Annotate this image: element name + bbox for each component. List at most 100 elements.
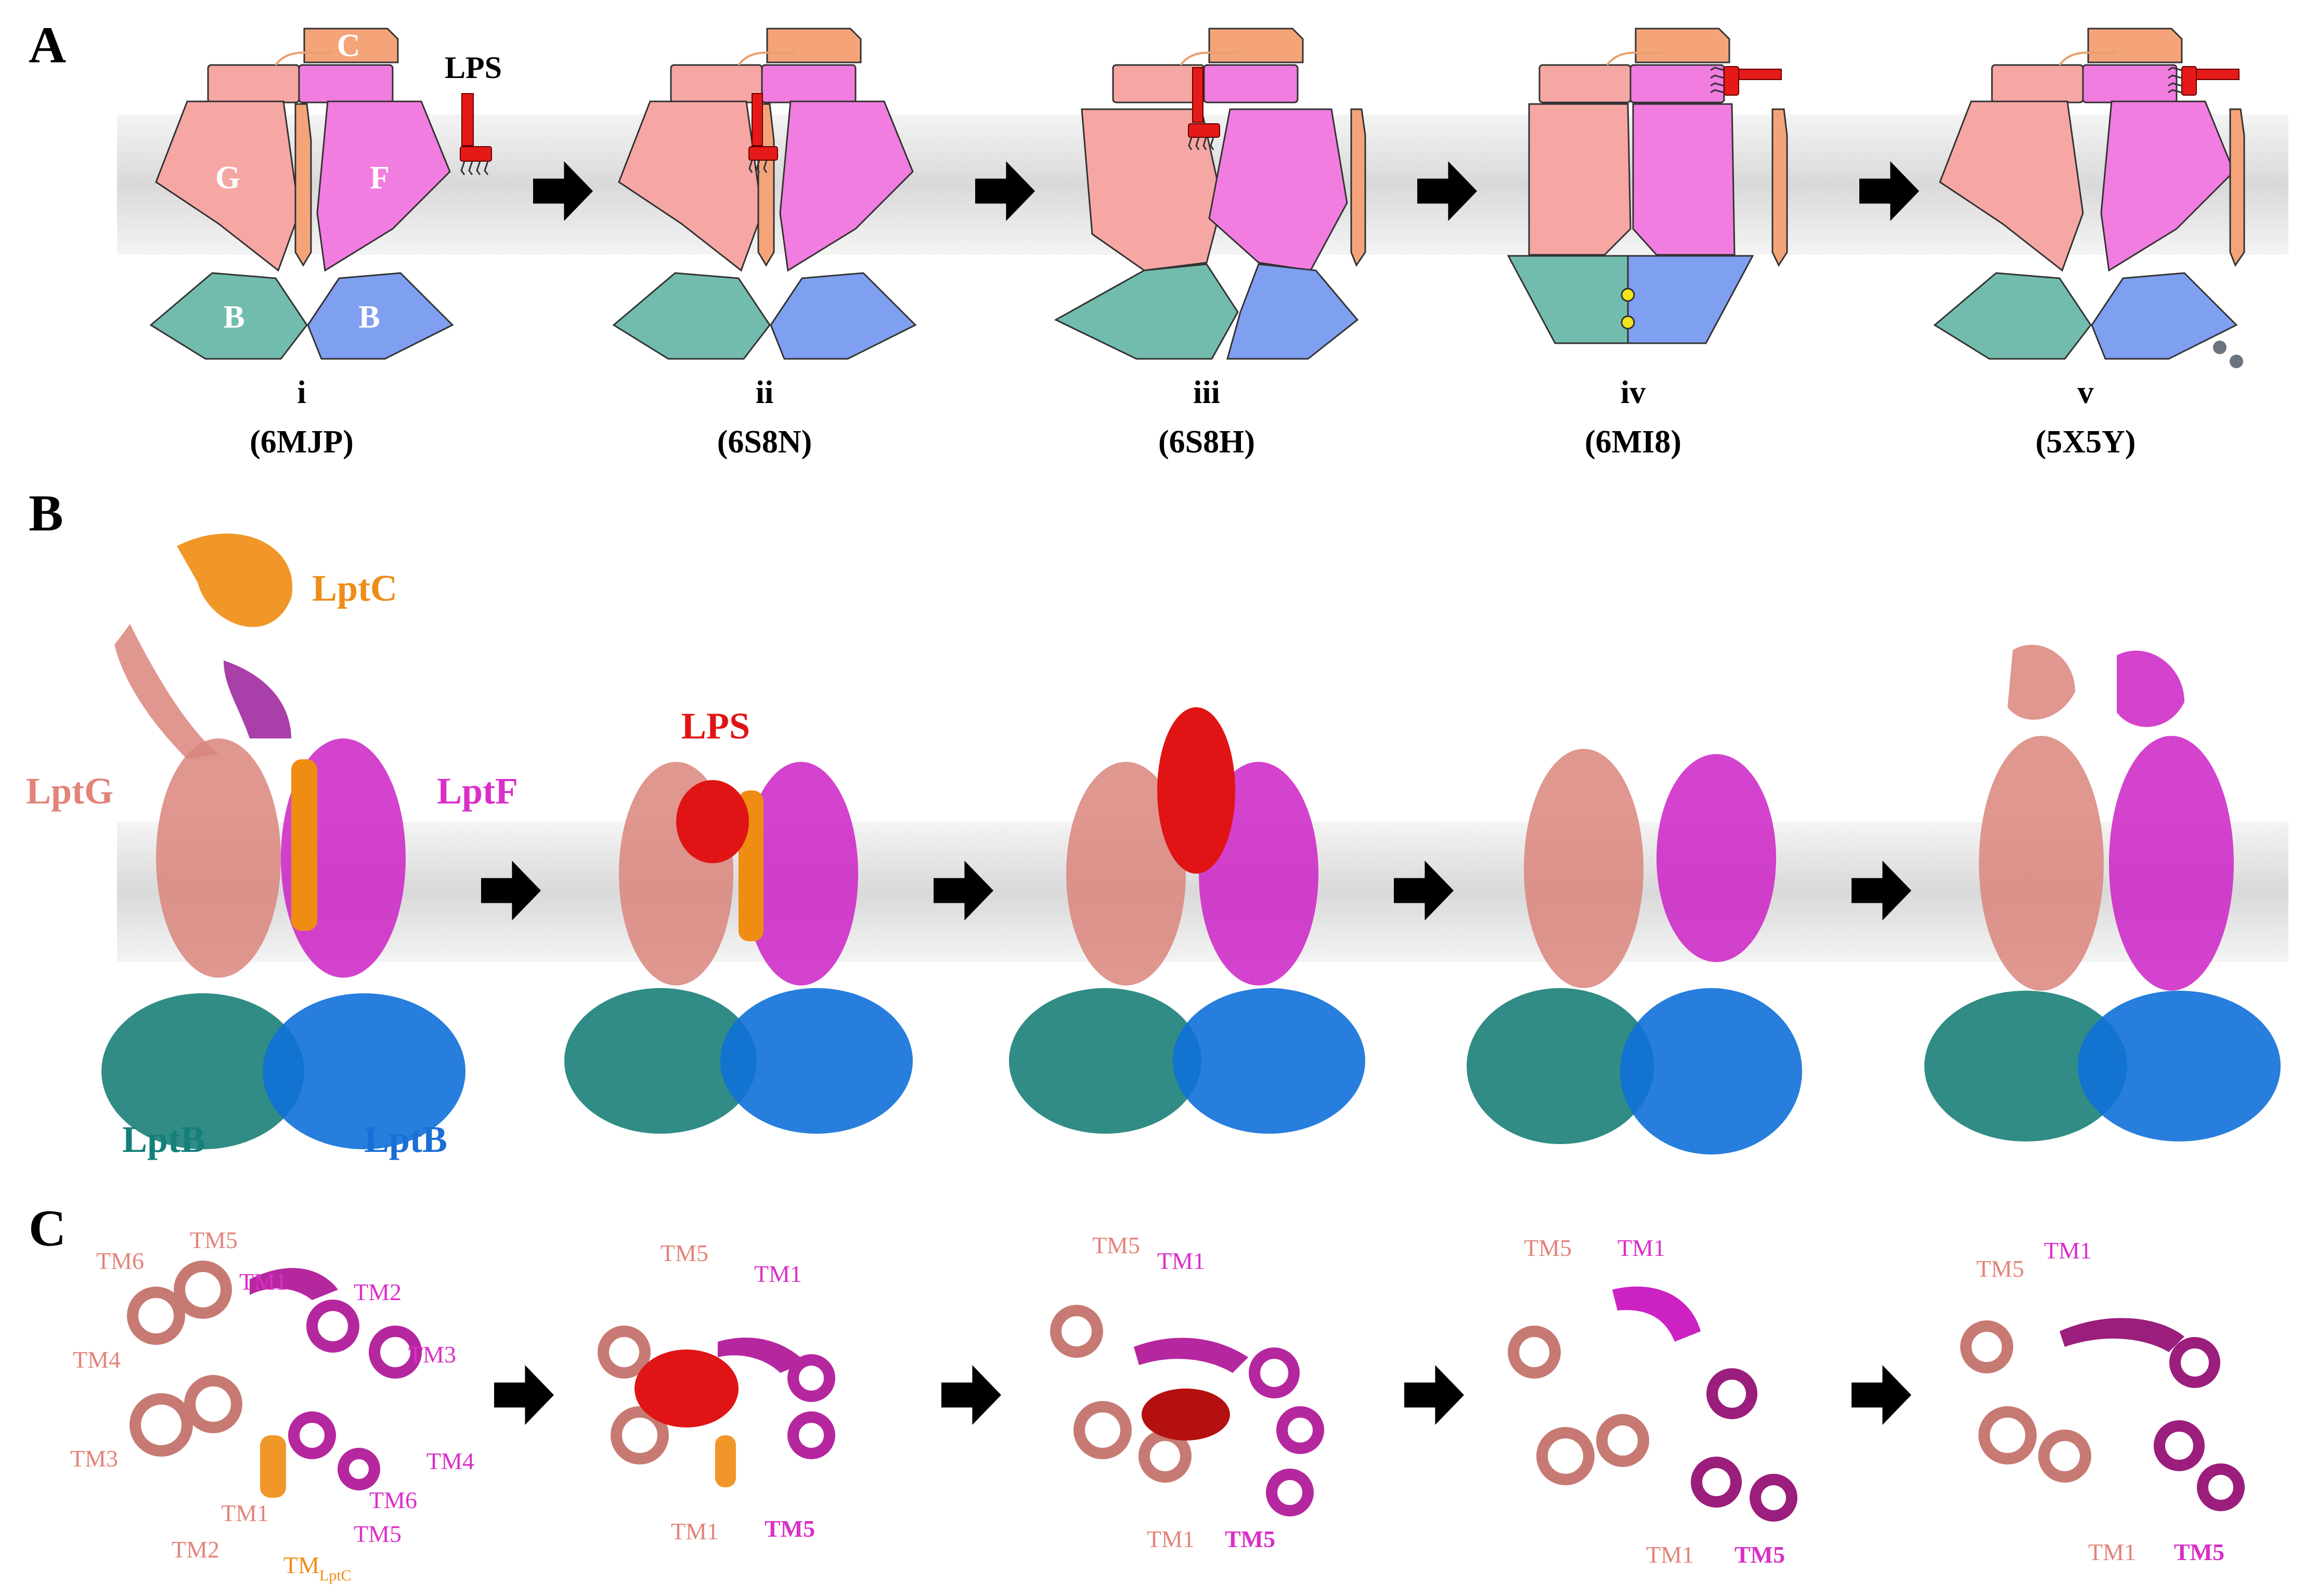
lptb-teal-ribbon xyxy=(101,993,304,1149)
cartoon-state-iv xyxy=(1507,28,1788,344)
helix-tm1-f xyxy=(1612,1286,1701,1342)
lps-label: LPS xyxy=(445,50,502,85)
lptb-right xyxy=(1627,255,1754,344)
lptg-periplasmic-domain xyxy=(1112,64,1205,103)
lptg-ribbon xyxy=(156,738,281,978)
tm-label: TM3 xyxy=(70,1445,118,1472)
helix-g xyxy=(1978,1406,2037,1464)
lptc-tm-helix xyxy=(2229,108,2245,267)
lptb-right xyxy=(307,272,454,360)
helix-f xyxy=(787,1411,835,1459)
topview-state-2 xyxy=(598,1326,835,1487)
lptb-left xyxy=(1507,255,1629,344)
lptb-blue-ribbon xyxy=(720,988,913,1134)
helix-f xyxy=(1276,1406,1324,1454)
lptc-label: LptC xyxy=(312,567,397,609)
tm-label: TM1 xyxy=(2088,1539,2136,1565)
tm-label: TM6 xyxy=(369,1487,417,1513)
tm-label: TM5 xyxy=(1976,1255,2024,1282)
state-roman: iv xyxy=(1621,375,1646,410)
cartoon-state-i: C G F B B LPS xyxy=(149,28,502,360)
state-pdb: (6S8H) xyxy=(1158,424,1255,460)
lptc-domain xyxy=(1635,28,1730,63)
lptf-beta-jellyroll xyxy=(224,660,291,738)
lptf-label: LptF xyxy=(437,770,518,812)
lptb-teal-ribbon xyxy=(1924,991,2127,1141)
tm-label: TM1 xyxy=(2044,1237,2092,1264)
lptb-left xyxy=(149,272,308,360)
tm-label: TM5 xyxy=(190,1227,238,1253)
lptg-tm-domain xyxy=(1939,100,2084,272)
lps-molecule xyxy=(748,93,778,173)
state-pdb: (6S8N) xyxy=(717,424,812,460)
state-pdb: (6MJP) xyxy=(250,424,354,460)
tm-label: TM1 xyxy=(1157,1248,1205,1274)
tm-label: TM1 xyxy=(1147,1526,1195,1552)
lptg-periplasmic-domain xyxy=(670,64,763,103)
helix-f xyxy=(2154,1420,2205,1471)
tm-label: TM1 xyxy=(671,1518,719,1545)
arrow-c-4 xyxy=(1852,1365,1911,1425)
tm-label: TM3 xyxy=(408,1341,456,1368)
helix-g xyxy=(1536,1427,1595,1485)
topview-state-4 xyxy=(1508,1286,1797,1522)
lptb-left xyxy=(1933,272,2092,360)
tm-label: TM4 xyxy=(426,1448,474,1474)
lptf-ribbon xyxy=(2109,736,2234,991)
lps-spheres xyxy=(635,1350,739,1428)
helix-g xyxy=(598,1326,651,1379)
lptg-label: LptG xyxy=(26,770,113,812)
panel-c-letter: C xyxy=(29,1199,66,1257)
lptf-tm-domain xyxy=(1632,103,1736,256)
lps-molecule xyxy=(1188,67,1220,150)
arrow-c-2 xyxy=(941,1365,1001,1425)
lptb-right xyxy=(770,272,917,360)
tm-label: TM1 xyxy=(1646,1541,1694,1568)
state-roman: iii xyxy=(1193,375,1220,410)
structure-6s8n xyxy=(564,762,913,1134)
lptf-tm-domain xyxy=(316,100,451,272)
helix-tm-lptc xyxy=(715,1435,736,1487)
helix-tm1-f xyxy=(2060,1318,2184,1352)
lptb-blue-ribbon xyxy=(1620,988,1802,1154)
state-roman: i xyxy=(297,375,306,410)
structure-6s8h xyxy=(1009,707,1365,1134)
helix-tm3-f xyxy=(369,1326,422,1379)
helix-g xyxy=(1050,1305,1103,1358)
lptg-ribbon xyxy=(1066,762,1186,985)
tm-label: TM1 xyxy=(239,1268,287,1295)
lptf-ribbon xyxy=(1656,754,1776,962)
helix-g xyxy=(1508,1326,1561,1379)
state-labels: i (6MJP) ii (6S8N) iii (6S8H) iv (6MI8) … xyxy=(250,375,2135,460)
lptb-teal-ribbon xyxy=(1009,988,1201,1134)
state-pdb: (5X5Y) xyxy=(2036,424,2136,460)
lps-spheres xyxy=(676,780,749,863)
helix-f xyxy=(2169,1337,2220,1388)
tm-label: TM5 xyxy=(1735,1541,1785,1568)
lptf-ribbon xyxy=(744,762,858,985)
lptc-domain xyxy=(2087,28,2183,63)
panel-c: C TM6 TM5 TM4 TM3 TM2 TM1 TM1 TM2 TM3 TM… xyxy=(29,1199,2245,1584)
structure-6mjp xyxy=(101,534,465,1149)
lptf-periplasmic-domain xyxy=(1203,64,1299,103)
lptc-tm-helix xyxy=(1771,108,1788,267)
lptg-ribbon xyxy=(1524,749,1643,988)
lps-label: LPS xyxy=(681,705,750,747)
lptc-periplasmic-ribbon xyxy=(177,534,293,627)
tm-label: TM5 xyxy=(765,1515,815,1542)
lptc-domain xyxy=(766,28,862,63)
lptf-tm-domain xyxy=(2100,100,2235,272)
tm-label: TM4 xyxy=(73,1346,121,1373)
lptf-tm-domain xyxy=(779,100,914,272)
lptc-domain xyxy=(1208,28,1304,63)
arrow-c-3 xyxy=(1404,1365,1464,1425)
panel-a: A C G F B B LPS xyxy=(29,16,2288,460)
cartoon-state-v xyxy=(1933,28,2245,368)
lptg-periplasmic-domain xyxy=(1538,64,1632,103)
helix-g xyxy=(1073,1401,1132,1459)
lptc-tm-ribbon xyxy=(291,759,317,931)
lptg-periplasmic-domain xyxy=(207,64,300,103)
lps-molecule xyxy=(460,93,492,175)
tm-label: TM5 xyxy=(1524,1235,1572,1261)
lptc-domain-label: C xyxy=(337,28,360,63)
